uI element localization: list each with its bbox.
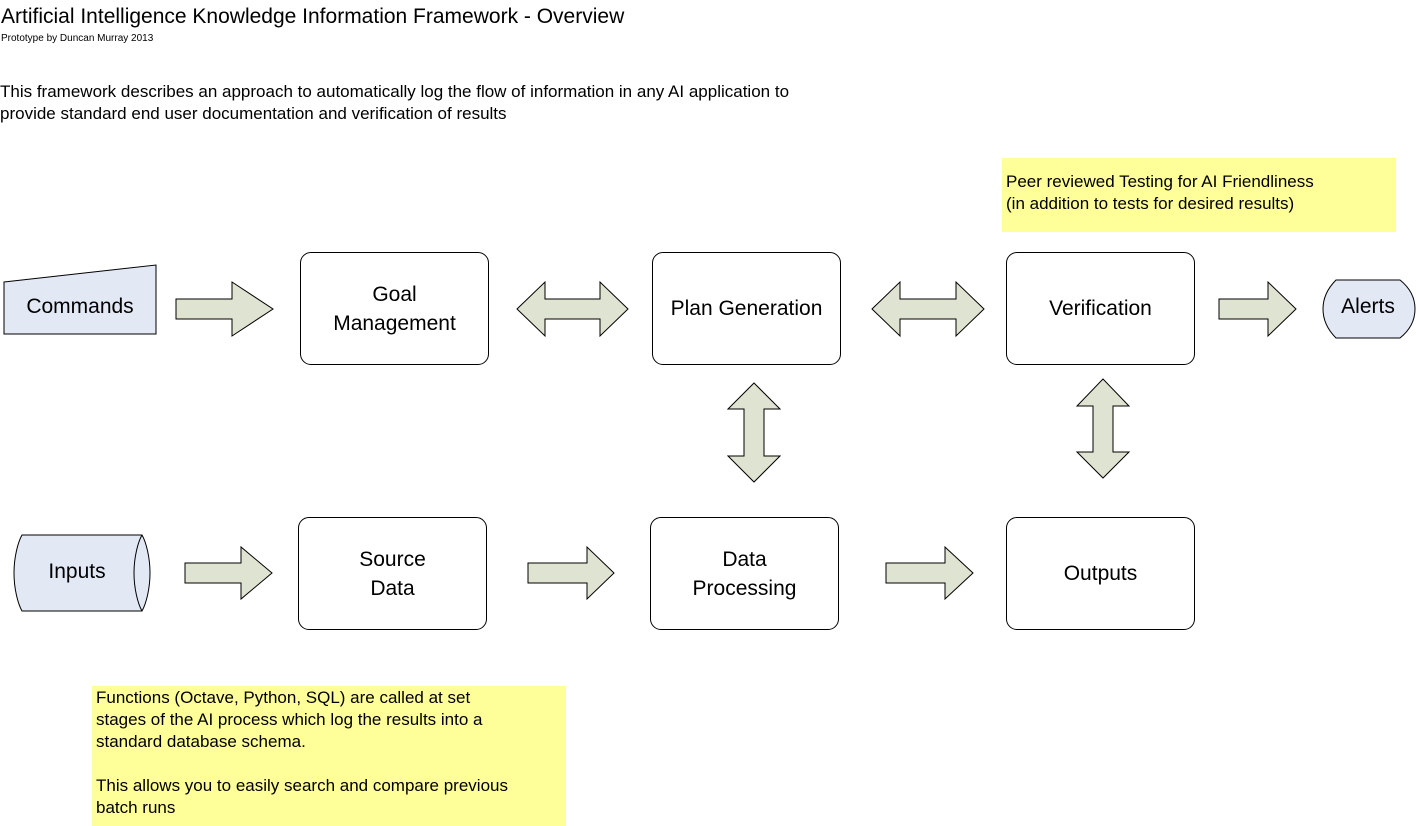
goal-management-label: Goal (372, 282, 417, 306)
source-data-label: Data (370, 576, 415, 600)
goal-management-label: Management (333, 311, 456, 335)
data-processing-label: Processing (692, 576, 797, 600)
arrow-source-to-processing (527, 545, 615, 601)
functions-note: Functions (Octave, Python, SQL) are call… (92, 686, 566, 826)
source-data-box: Source Data (298, 517, 487, 630)
arrow-plan-processing-bidirectional (726, 382, 782, 483)
outputs-box: Outputs (1006, 517, 1195, 630)
verification-label: Verification (1049, 297, 1152, 320)
peer-review-note: Peer reviewed Testing for AI Friendlines… (1002, 158, 1396, 232)
plan-generation-label: Plan Generation (670, 297, 823, 320)
description-line: provide standard end user documentation … (0, 104, 507, 123)
source-data-label: Source (359, 547, 426, 571)
framework-description: This framework describes an approach to … (0, 81, 900, 125)
data-processing-box: Data Processing (650, 517, 839, 630)
note-line: (in addition to tests for desired result… (1006, 194, 1295, 213)
alerts-shape (1322, 279, 1416, 339)
note-line: Peer reviewed Testing for AI Friendlines… (1006, 172, 1314, 191)
description-line: This framework describes an approach to … (0, 82, 790, 101)
outputs-label: Outputs (1063, 562, 1138, 585)
inputs-shape-edge (133, 534, 143, 612)
plan-generation-box: Plan Generation (652, 252, 841, 365)
inputs-label: Inputs (48, 560, 106, 583)
goal-management-box: Goal Management (300, 252, 489, 365)
page-title: Artificial Intelligence Knowledge Inform… (1, 5, 625, 28)
arrow-verification-to-alerts (1218, 280, 1297, 338)
arrow-commands-to-goal (175, 281, 274, 337)
note-line: Functions (Octave, Python, SQL) are call… (96, 688, 471, 707)
arrow-plan-verification-bidirectional (871, 280, 985, 338)
arrow-processing-to-outputs (885, 545, 974, 601)
note-line: standard database schema. (96, 732, 306, 751)
arrow-goal-plan-bidirectional (516, 280, 629, 338)
note-line: This allows you to easily search and com… (96, 776, 508, 795)
arrow-verification-outputs-bidirectional (1075, 378, 1131, 479)
commands-shape (3, 264, 157, 335)
verification-box: Verification (1006, 252, 1195, 365)
page-subtitle: Prototype by Duncan Murray 2013 (1, 33, 154, 44)
commands-label: Commands (26, 295, 134, 318)
note-line: batch runs (96, 798, 176, 817)
note-line: stages of the AI process which log the r… (96, 710, 483, 729)
data-processing-label: Data (722, 547, 767, 571)
arrow-inputs-to-source (184, 545, 273, 601)
alerts-label: Alerts (1341, 295, 1395, 318)
note-spacer (96, 753, 566, 775)
